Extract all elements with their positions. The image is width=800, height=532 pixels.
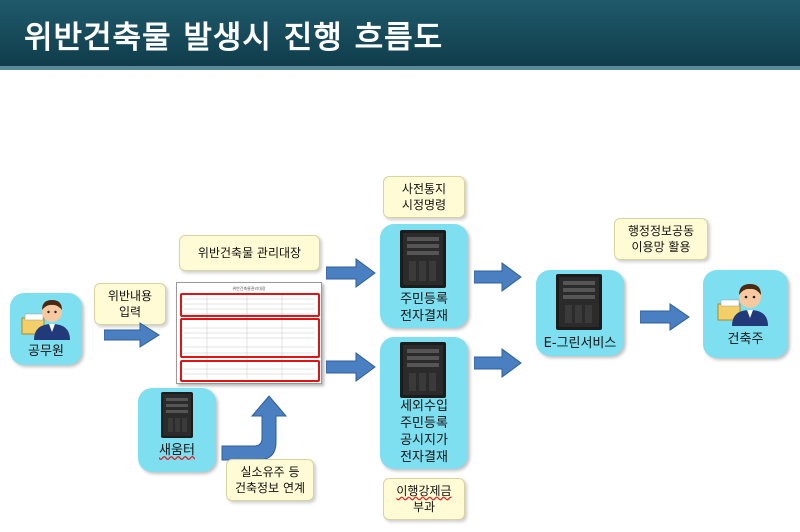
tax-server-label: 세외수입 주민등록 공시지가 전자결재 (380, 398, 468, 466)
official-label: 공무원 (28, 344, 64, 359)
building-info-note: 실소유주 등 건축정보 연계 (226, 459, 314, 501)
arrow-official-to-document (104, 322, 160, 348)
tax-server-line3: 공시지가 (400, 433, 448, 448)
arrow-seumteo-to-document (221, 395, 288, 461)
building-info-line2: 건축정보 연계 (234, 481, 306, 495)
tax-server-line1: 세외수입 (400, 399, 448, 414)
arrow-document-to-resident-server (326, 258, 376, 288)
prior-notice-note: 사전통지 시정명령 (383, 176, 465, 218)
ledger-highlight-2 (180, 318, 320, 358)
arrow-resident-to-egreen (474, 262, 522, 292)
enforcement-fee-line1: 이행강제금 (396, 484, 452, 498)
ledger-document-lines (183, 295, 315, 379)
admin-info-line1: 행정정보공동 (627, 224, 695, 238)
tax-server-line4: 전자결재 (400, 450, 448, 465)
admin-info-note: 행정정보공동 이용망 활용 (614, 218, 708, 260)
ledger-highlight-3 (180, 360, 320, 382)
resident-server-icon (400, 230, 446, 288)
enforcement-fee-note: 이행강제금 부과 (383, 478, 465, 520)
resident-server-line1: 주민등록 (400, 292, 448, 307)
title-bar (0, 0, 800, 68)
enforcement-fee-line2: 부과 (412, 500, 436, 514)
ledger-highlight-1 (180, 293, 320, 317)
violation-input-line2: 입력 (118, 305, 142, 319)
ledger-document-title: 위반건축물관리대장 (232, 286, 266, 291)
tax-server-icon (400, 342, 446, 398)
egreen-label: E-그린서비스 (543, 336, 617, 351)
ledger-note: 위반건축물 관리대장 (179, 235, 320, 271)
seumteo-label: 새움터 (159, 443, 195, 458)
egreen-server-icon (556, 274, 602, 330)
violation-input-line1: 위반내용 (107, 289, 153, 303)
prior-notice-line2: 시정명령 (401, 198, 447, 212)
owner-label: 건축주 (727, 332, 764, 347)
resident-server-label: 주민등록 전자결재 (380, 291, 468, 325)
official-person-icon (21, 300, 70, 340)
building-info-line1: 실소유주 등 (240, 465, 300, 479)
owner-person-icon (717, 284, 768, 326)
admin-info-line2: 이용망 활용 (631, 240, 691, 254)
page-title: 위반건축물 발생시 진행 흐름도 (24, 20, 444, 56)
ledger-note-text: 위반건축물 관리대장 (197, 246, 302, 260)
ledger-document: 위반건축물관리대장 (176, 282, 322, 384)
tax-server-line2: 주민등록 (400, 416, 448, 431)
title-underline (0, 66, 800, 70)
arrow-tax-to-egreen (474, 348, 522, 378)
violation-input-note: 위반내용 입력 (94, 283, 166, 325)
prior-notice-line1: 사전통지 (401, 182, 447, 196)
seumteo-server-icon (161, 392, 193, 438)
arrow-document-to-tax-server (326, 352, 376, 382)
arrow-egreen-to-owner (640, 303, 690, 331)
resident-server-line2: 전자결재 (400, 309, 448, 324)
